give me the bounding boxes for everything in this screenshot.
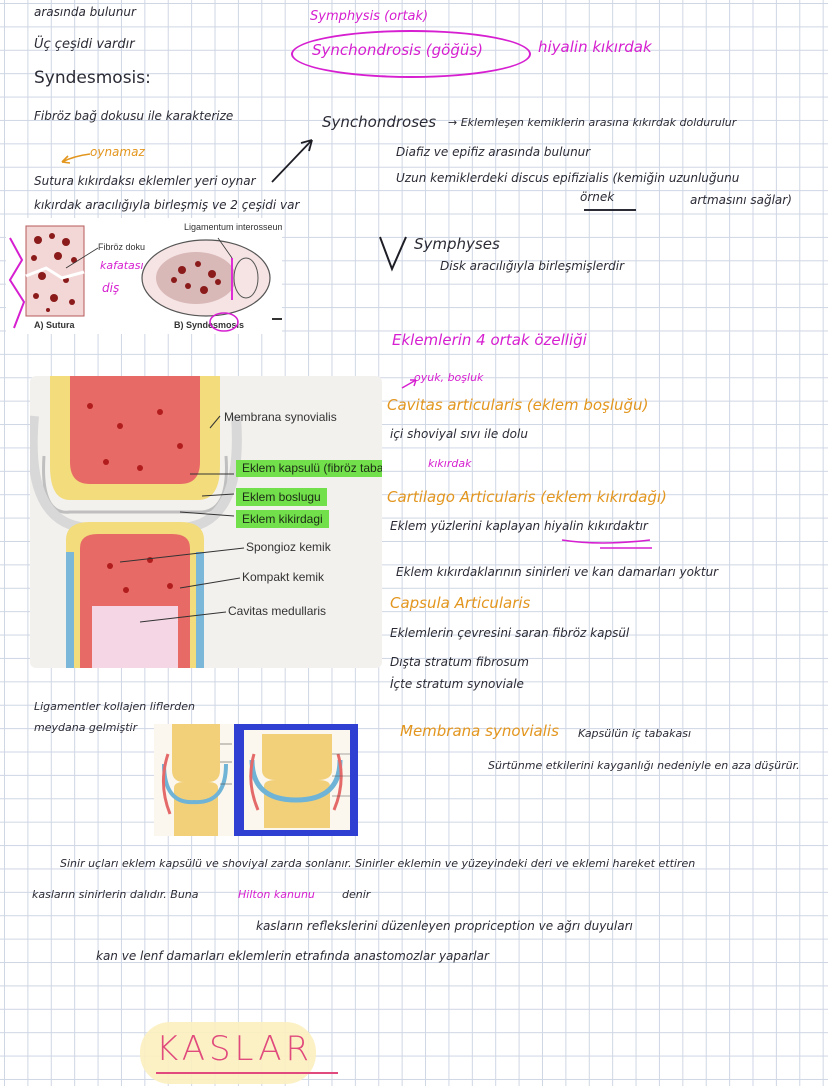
cavitas-medullaris-label: Cavitas medullaris (228, 604, 327, 618)
hiyalin-kikirdak-note: hiyalin kıkırdak (538, 38, 652, 56)
ligament-line-2: meydana gelmiştir (34, 721, 138, 734)
kompakt-kemik-label: Kompakt kemik (242, 570, 325, 584)
cavitas-description: içi shoviyal sıvı ile dolu (390, 427, 528, 441)
sutura-syndesmosis-figure: Fibröz doku Ligamentum interosseum A) Su… (6, 218, 282, 334)
icte-line: İçte stratum synoviale (390, 677, 524, 691)
cartilago-heading: Cartilago Articularis (eklem kıkırdağı) (387, 488, 667, 506)
dis-note: diş (102, 281, 120, 295)
bottom-line-1: Sinir uçları eklem kapsülü ve shoviyal z… (60, 857, 696, 870)
damar-line: Eklem kıkırdaklarının sinirleri ve kan d… (396, 565, 719, 579)
eklem-kapsulu-highlight: Eklem kapsulü (fibröz tabaka) (236, 460, 382, 477)
synchondrosis-label: Synchondrosis (göğüs) (312, 41, 484, 59)
kafatasi-note: kafatası (100, 259, 144, 272)
membrana-heading: Membrana synovialis (400, 722, 559, 740)
cartilago-note: kıkırdak (428, 457, 472, 470)
syndesmosis-heading: Syndesmosis: (34, 68, 151, 88)
ligament-line-1: Ligamentler kollajen liflerden (34, 700, 195, 713)
sutura-line-2: kıkırdak aracılığıyla birleşmiş ve 2 çeş… (34, 198, 300, 212)
diafiz-line: Diafiz ve epifiz arasında bulunur (396, 145, 591, 159)
bottom-line-4: kan ve lenf damarları eklemlerin etrafın… (96, 949, 489, 963)
caption-sutura: A) Sutura (34, 320, 75, 330)
hilton-kanunu: Hilton kanunu (238, 888, 315, 901)
synchondroses-heading: Synchondroses (322, 113, 437, 131)
cavitas-heading: Cavitas articularis (eklem boşluğu) (387, 396, 649, 414)
symphyses-description: Disk aracılığıyla birleşmişlerdir (440, 259, 625, 273)
synchondrosis-oval (291, 30, 531, 78)
cartilago-description: Eklem yüzlerini kaplayan hiyalin kıkırda… (390, 519, 648, 533)
features-heading: Eklemlerin 4 ortak özelliği (392, 331, 587, 349)
symphyses-heading: Symphyses (414, 235, 500, 253)
cavitas-arrow (401, 379, 417, 389)
synovial-joint-figure: Membrana synovialis Eklem kapsulü (fibrö… (30, 376, 382, 668)
kaslar-highlight (140, 1022, 316, 1084)
eklem-kikirdagi-highlight: Eklem kikirdagi (236, 510, 329, 528)
bottom-line-3: kasların reflekslerini düzenleyen propri… (256, 919, 633, 933)
dash-mark (272, 318, 282, 320)
capsula-heading: Capsula Articularis (390, 594, 531, 612)
bottom-line-2-pre: kasların sinirlerin dalıdır. Buna (32, 888, 199, 901)
kaslar-title: KASLAR (156, 1029, 314, 1069)
caption-syndesmosis: B) Syndesmosis (174, 320, 245, 330)
pointer-arrow (271, 139, 313, 183)
dista-line: Dışta stratum fibrosum (390, 655, 529, 669)
uzun-kemik-line: Uzun kemiklerdeki discus epifizialis (ke… (396, 171, 740, 185)
oynamaz-note: oynamaz (90, 145, 145, 159)
sutura-line-1: Sutura kıkırdaksı eklemler yeri oynar (34, 174, 256, 188)
check-arrow-icon (379, 236, 407, 272)
artmasini-saglar: artmasını sağlar) (690, 193, 792, 207)
note-line-0: arasında bulunur (34, 5, 136, 19)
capsula-description: Eklemlerin çevresini saran fibröz kapsül (390, 626, 630, 640)
hiyalin-underline (561, 539, 652, 549)
ornek-underline (584, 209, 636, 211)
membrana-suffix: Kapsülün iç tabakası (578, 727, 692, 740)
ornek-note: örnek (580, 190, 615, 204)
fibroz-doku-label: Fibröz doku (98, 242, 146, 252)
ligament-figure (154, 724, 358, 836)
syndesmosis-description: Fibröz bağ dokusu ile karakterize (34, 109, 234, 123)
synchondroses-description: → Eklemleşen kemiklerin arasına kıkırdak… (448, 116, 737, 129)
eklem-boslugu-highlight: Eklem boslugu (236, 488, 327, 506)
symphysis-label: Symphysis (ortak) (310, 9, 429, 24)
cavitas-note: oyuk, boşluk (414, 371, 484, 384)
kaslar-underline (156, 1072, 338, 1074)
ligamentum-label: Ligamentum interosseum (184, 222, 282, 232)
spongioz-kemik-label: Spongioz kemik (246, 540, 331, 554)
bottom-line-2-post: denir (342, 888, 371, 901)
note-line-1: Üç çeşidi vardır (34, 37, 135, 52)
surtunme-line: Sürtünme etkilerini kayganlığı nedeniyle… (488, 759, 800, 772)
membrana-synovialis-label: Membrana synovialis (224, 410, 337, 424)
oynamaz-arrow (61, 153, 91, 164)
